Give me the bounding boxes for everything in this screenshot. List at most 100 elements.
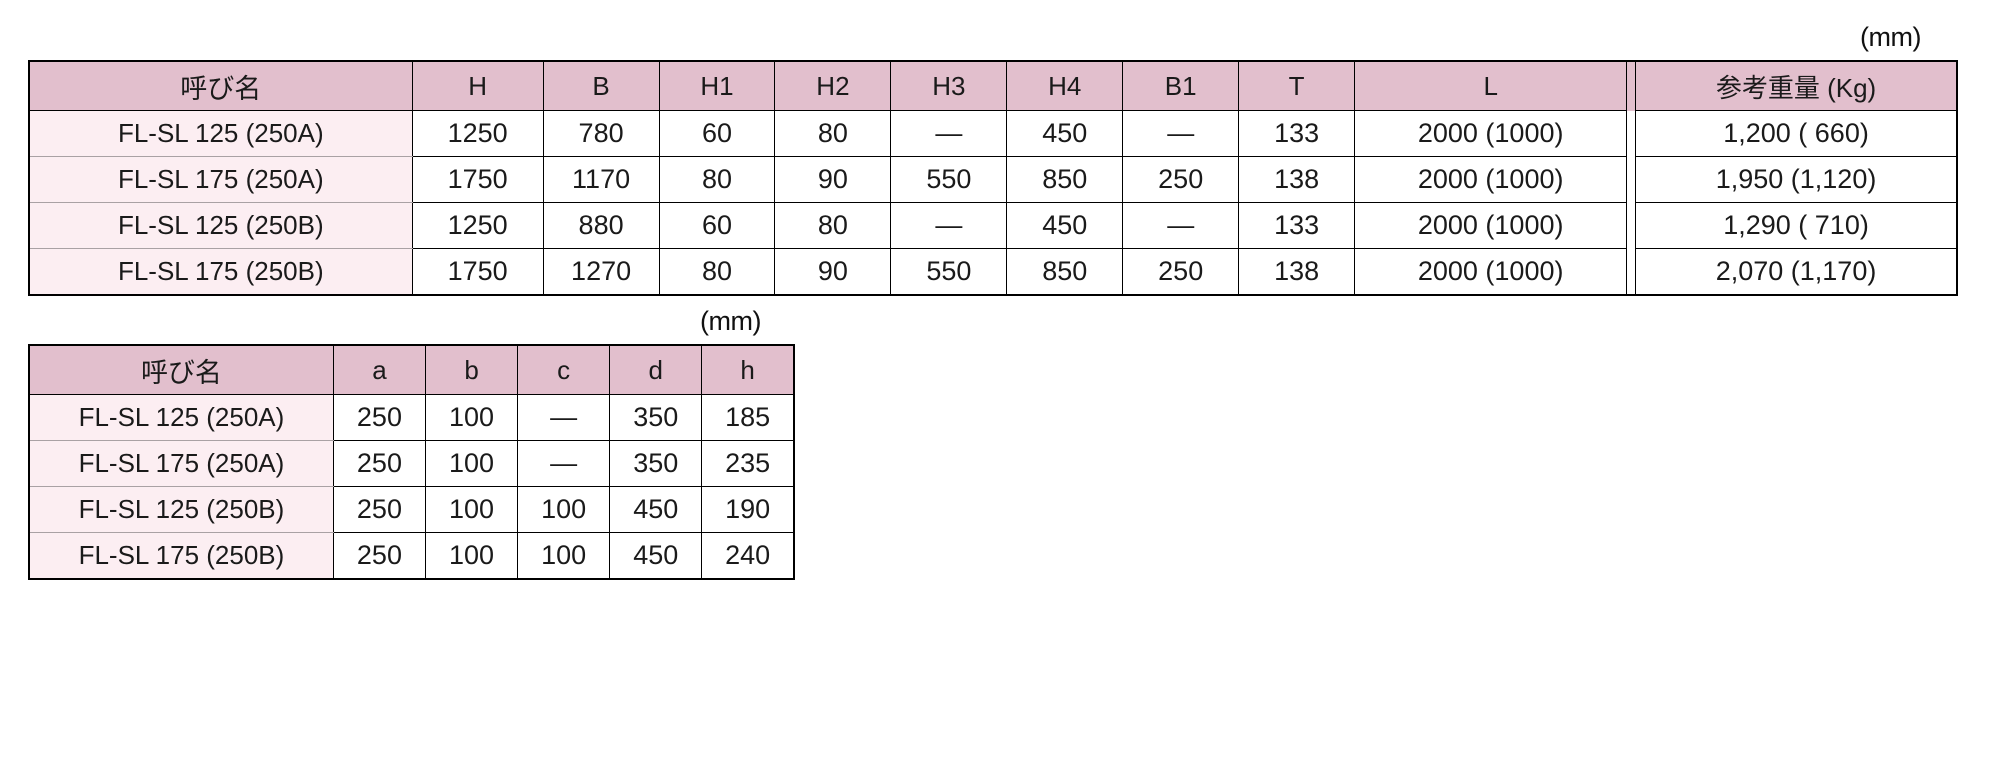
- double-rule-spacer: [1626, 202, 1637, 249]
- column-header-name: 呼び名: [29, 61, 413, 111]
- cell-t: 133: [1238, 110, 1356, 157]
- cell-l: 2000 (1000): [1354, 110, 1628, 157]
- cell-h2: 80: [774, 110, 892, 157]
- column-header-b: B: [542, 61, 660, 111]
- cell-model-name: FL-SL 175 (250A): [29, 440, 334, 487]
- column-header-h1: H1: [658, 61, 776, 111]
- cell-h: 1250: [411, 110, 544, 157]
- cell-h4: 850: [1006, 248, 1124, 295]
- cell-h: 1250: [411, 202, 544, 249]
- column-header-t: T: [1238, 61, 1356, 111]
- cell-b: 780: [542, 110, 660, 157]
- double-rule-spacer: [1626, 248, 1637, 295]
- cell-h2: 90: [774, 248, 892, 295]
- cell-d: 350: [609, 440, 703, 487]
- cell-a: 250: [332, 394, 427, 441]
- cell-d: 350: [609, 394, 703, 441]
- column-header-b1: B1: [1122, 61, 1240, 111]
- cell-l: 2000 (1000): [1354, 248, 1628, 295]
- cell-model-name: FL-SL 175 (250A): [29, 156, 413, 203]
- cell-h: 190: [701, 486, 794, 533]
- cell-h1: 60: [658, 110, 776, 157]
- cell-h3: 550: [890, 156, 1008, 203]
- cell-reference-weight: 1,950 (1,120): [1635, 156, 1957, 203]
- cell-b1: —: [1122, 202, 1240, 249]
- column-header-h3: H3: [890, 61, 1008, 111]
- cell-h: 240: [701, 532, 794, 579]
- cell-h3: —: [890, 202, 1008, 249]
- cell-d: 450: [609, 532, 703, 579]
- cell-h1: 80: [658, 248, 776, 295]
- cell-h: 235: [701, 440, 794, 487]
- cell-a: 250: [332, 532, 427, 579]
- cell-d: 450: [609, 486, 703, 533]
- cell-l: 2000 (1000): [1354, 156, 1628, 203]
- cell-reference-weight: 1,290 ( 710): [1635, 202, 1957, 249]
- cell-model-name: FL-SL 125 (250A): [29, 394, 334, 441]
- cell-h1: 80: [658, 156, 776, 203]
- cell-b1: 250: [1122, 156, 1240, 203]
- cell-b: 100: [424, 532, 519, 579]
- cell-h1: 60: [658, 202, 776, 249]
- cell-reference-weight: 1,200 ( 660): [1635, 110, 1957, 157]
- column-header-h2: H2: [774, 61, 892, 111]
- table-header-row: 呼び名 H B H1 H2 H3 H4 B1 T L 参考重量 (Kg): [29, 61, 1957, 111]
- cell-model-name: FL-SL 125 (250A): [29, 110, 413, 157]
- cell-b: 100: [424, 486, 519, 533]
- cell-h4: 450: [1006, 110, 1124, 157]
- cell-h: 1750: [411, 156, 544, 203]
- cell-model-name: FL-SL 175 (250B): [29, 248, 413, 295]
- cell-b1: —: [1122, 110, 1240, 157]
- cell-b: 1170: [542, 156, 660, 203]
- cell-h: 1750: [411, 248, 544, 295]
- column-header-a: a: [332, 345, 427, 395]
- cell-a: 250: [332, 486, 427, 533]
- cell-b: 100: [424, 440, 519, 487]
- cell-c: —: [517, 440, 611, 487]
- double-rule-spacer: [1626, 110, 1637, 157]
- cell-b: 100: [424, 394, 519, 441]
- cell-c: 100: [517, 532, 611, 579]
- column-header-h: H: [411, 61, 544, 111]
- cell-reference-weight: 2,070 (1,170): [1635, 248, 1957, 295]
- cell-l: 2000 (1000): [1354, 202, 1628, 249]
- double-rule-spacer: [1626, 61, 1637, 111]
- cell-h3: 550: [890, 248, 1008, 295]
- cell-t: 138: [1238, 248, 1356, 295]
- cell-h2: 90: [774, 156, 892, 203]
- column-header-c: c: [517, 345, 611, 395]
- table-header-row: 呼び名 a b c d h: [29, 345, 794, 395]
- cell-b: 880: [542, 202, 660, 249]
- main-specification-table: 呼び名 H B H1 H2 H3 H4 B1 T L 参考重量 (Kg) FL-…: [28, 60, 1958, 296]
- cell-model-name: FL-SL 175 (250B): [29, 532, 334, 579]
- cell-h3: —: [890, 110, 1008, 157]
- column-header-reference-weight: 参考重量 (Kg): [1635, 61, 1957, 111]
- column-header-b: b: [424, 345, 519, 395]
- cell-b1: 250: [1122, 248, 1240, 295]
- cell-b: 1270: [542, 248, 660, 295]
- cell-t: 138: [1238, 156, 1356, 203]
- cell-c: 100: [517, 486, 611, 533]
- column-header-d: d: [609, 345, 703, 395]
- cell-model-name: FL-SL 125 (250B): [29, 202, 413, 249]
- cell-a: 250: [332, 440, 427, 487]
- column-header-l: L: [1354, 61, 1628, 111]
- cell-c: —: [517, 394, 611, 441]
- column-header-h4: H4: [1006, 61, 1124, 111]
- cell-h4: 450: [1006, 202, 1124, 249]
- cell-h2: 80: [774, 202, 892, 249]
- unit-label-sub: (mm): [700, 306, 761, 336]
- column-header-h: h: [701, 345, 794, 395]
- cell-t: 133: [1238, 202, 1356, 249]
- cell-h: 185: [701, 394, 794, 441]
